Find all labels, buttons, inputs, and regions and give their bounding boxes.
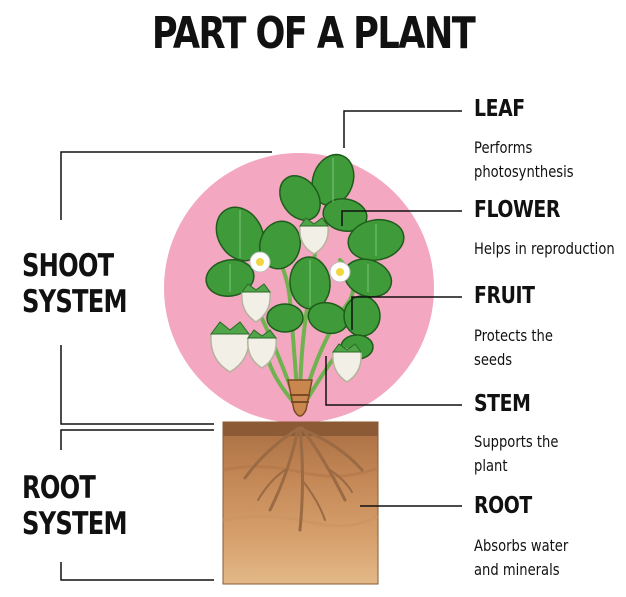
part-name-leaf: LEAF — [474, 96, 525, 122]
flowers — [249, 251, 351, 283]
shoot-system-line1: SHOOT — [22, 248, 114, 284]
root-system-line1: ROOT — [22, 470, 96, 506]
root-system-label: ROOT SYSTEM — [22, 470, 128, 542]
shoot-system-line2: SYSTEM — [22, 284, 128, 320]
part-desc-stem: Supports the plant — [474, 432, 559, 475]
part-name-fruit: FRUIT — [474, 283, 535, 309]
shoot-system-label: SHOOT SYSTEM — [22, 248, 128, 320]
part-name-stem: STEM — [474, 391, 531, 417]
part-desc-fruit: Protects the seeds — [474, 326, 553, 369]
roots — [243, 426, 364, 532]
bracket-lines — [60, 151, 272, 581]
page-title: PART OF A PLANT — [151, 8, 476, 59]
part-name-flower: FLOWER — [474, 197, 561, 223]
part-desc-flower: Helps in reproduction — [474, 239, 615, 258]
part-name-root: ROOT — [474, 493, 532, 519]
stem-base — [287, 379, 313, 417]
leader-lines — [325, 110, 462, 507]
part-desc-root: Absorbs water and minerals — [474, 536, 569, 579]
fruits — [210, 222, 362, 383]
root-system-line2: SYSTEM — [22, 506, 128, 542]
part-desc-leaf: Performs photosynthesis — [474, 138, 574, 181]
